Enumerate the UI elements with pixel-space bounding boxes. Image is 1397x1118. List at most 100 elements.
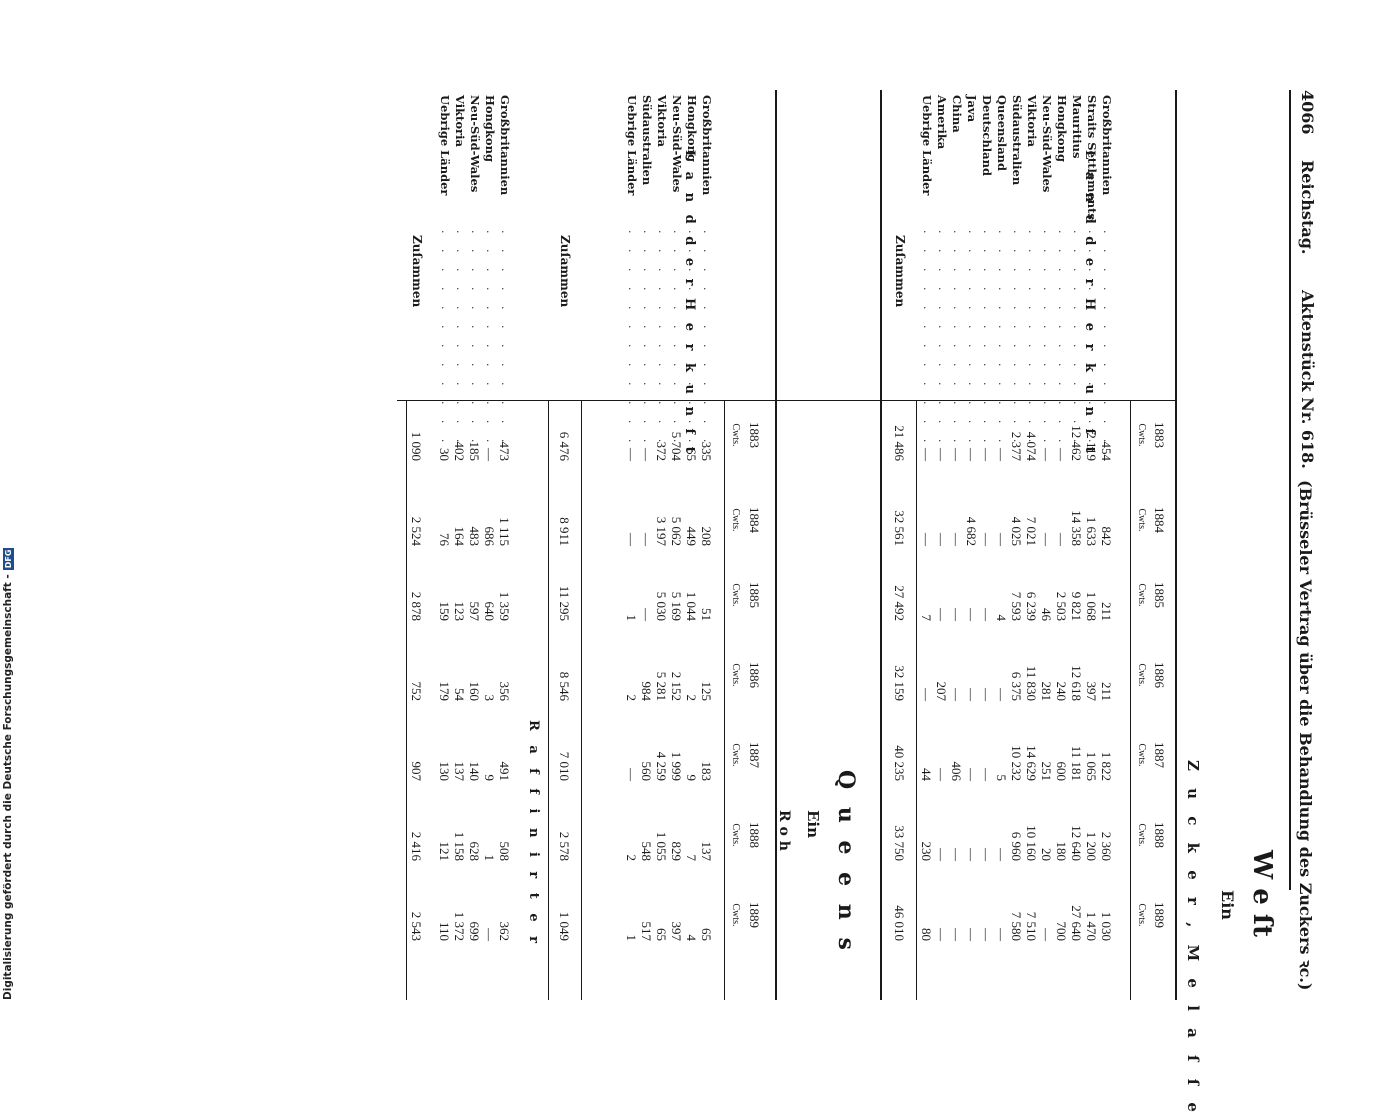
t2-unit-1885: Cwts. (730, 583, 741, 607)
table1-total-cell: 40 235 (892, 745, 907, 781)
table2-cell: 2 (624, 694, 639, 702)
table3-row-label: Großbritannien (498, 95, 512, 196)
table1-cell: 2 360 (1099, 831, 1114, 861)
table1-cell: 454 (1099, 441, 1114, 462)
document-subject: (Brüsseler Vertrag über die Behandlung d… (1296, 480, 1315, 991)
table1-total-cell: 33 750 (892, 825, 907, 861)
table1-cell: 27 640 (1069, 905, 1084, 941)
table1-bottom-rule (880, 90, 882, 1000)
table1-cell: 281 (1039, 681, 1054, 702)
table2-cell: — (624, 448, 639, 461)
table3-cell: 640 (482, 601, 497, 622)
table1-cell: 1 065 (1084, 751, 1099, 781)
table1-cell: — (919, 448, 934, 461)
table1-cell: 1 470 (1084, 911, 1099, 941)
table1-cell: — (934, 928, 949, 941)
table2-cell: 1 044 (684, 591, 699, 621)
table2-cell: 335 (699, 441, 714, 462)
heading-ein-mid: Ein (804, 810, 822, 839)
table3-cell: 402 (452, 441, 467, 462)
table1-cell: 6 960 (1009, 831, 1024, 861)
table1-cell: 1 822 (1099, 751, 1114, 781)
table2-row-label: Neu-Süd-Wales (670, 95, 684, 193)
table2-cell: 517 (639, 921, 654, 942)
table1-cell: 211 (1099, 601, 1114, 621)
table3-cell: 54 (452, 688, 467, 701)
table2-total-label: Zuſammen (558, 235, 572, 308)
table1-cell: 20 (1039, 848, 1054, 861)
table3-cell: — (482, 928, 497, 941)
table2-cell: 65 (684, 448, 699, 461)
table2-total-cell: 8 546 (557, 671, 572, 701)
table1-cell: — (949, 533, 964, 546)
table1-row-label: Südaustralien (1010, 95, 1024, 186)
table2-cell: 208 (699, 526, 714, 547)
table1-cell: — (979, 848, 994, 861)
table2-cell: 560 (639, 761, 654, 782)
table1-cell: 12 640 (1069, 825, 1084, 861)
t1-year-1888: 1888 (1152, 822, 1167, 848)
t2-unit-1887: Cwts. (730, 743, 741, 767)
t2-unit-1886: Cwts. (730, 663, 741, 687)
table2-bottom-rule (548, 400, 549, 1000)
table1-top-rule (1175, 90, 1177, 1000)
t2-year-1883: 1883 (747, 422, 762, 448)
table1-cell: 11 181 (1069, 745, 1084, 781)
table2-cell: 2 152 (669, 671, 684, 701)
t1-unit-1888: Cwts. (1136, 823, 1147, 847)
table1-cell: — (994, 688, 1009, 701)
table1-cell: 6 375 (1009, 671, 1024, 701)
table1-cell: 12 462 (1069, 425, 1084, 461)
table1-row-label: Uebrige Länder (920, 95, 934, 196)
table2-row-label: Südaustralien (640, 95, 654, 186)
table1-cell: — (949, 608, 964, 621)
table2-row-label: Hongkong (685, 95, 699, 162)
table3-cell: 140 (467, 761, 482, 782)
table3-cell: 491 (497, 761, 512, 782)
table1-total-cell: 46 010 (892, 905, 907, 941)
table2-header-rule (724, 400, 725, 1000)
t1-year-1887: 1887 (1152, 742, 1167, 768)
table2-cell: 5 169 (669, 591, 684, 621)
table2-cell: 137 (699, 841, 714, 862)
t2-year-1887: 1887 (747, 742, 762, 768)
t2-year-1889: 1889 (747, 902, 762, 928)
table2-cell: 984 (639, 681, 654, 702)
table3-cell: 597 (467, 601, 482, 622)
table3-cell: 159 (437, 601, 452, 622)
t1-unit-1883: Cwts. (1136, 423, 1147, 447)
table3-cell: 130 (437, 761, 452, 782)
table1-cell: 842 (1099, 526, 1114, 547)
t1-unit-1886: Cwts. (1136, 663, 1147, 687)
table2-row-label: Viktoria (655, 95, 669, 147)
table1-cell: 251 (1039, 761, 1054, 782)
table3-row-label: Hongkong (483, 95, 497, 162)
table1-cell: — (964, 928, 979, 941)
table3-cell: 1 115 (497, 517, 512, 546)
t1-unit-1889: Cwts. (1136, 903, 1147, 927)
table2-row-label: Großbritannien (700, 95, 714, 196)
table1-cell: — (979, 928, 994, 941)
t1-unit-1887: Cwts. (1136, 743, 1147, 767)
table2-cell: 372 (654, 441, 669, 462)
table1-cell: — (934, 768, 949, 781)
table1-cell: — (979, 608, 994, 621)
t1-unit-1885: Cwts. (1136, 583, 1147, 607)
table1-cell: — (994, 928, 1009, 941)
table1-cell: — (964, 448, 979, 461)
journal-title: Reichstag. (1298, 160, 1317, 255)
table2-cell: 1 (624, 934, 639, 942)
table1-row-label: Großbritannien (1100, 95, 1114, 196)
t1-year-1884: 1884 (1152, 507, 1167, 533)
table2-cell: 1 (624, 614, 639, 622)
table3-total-cell: 752 (409, 681, 424, 702)
table3-cell: 110 (437, 921, 452, 941)
table1-cell: — (1039, 928, 1054, 941)
table3-cell: 356 (497, 681, 512, 702)
table1-cell: — (979, 688, 994, 701)
heading-ein-top: Ein (1218, 890, 1237, 920)
table2-cell: — (639, 448, 654, 461)
table1-cell: — (964, 848, 979, 861)
table3-cell: 160 (467, 681, 482, 702)
footer-text: Digitalisierung gefördert durch die Deut… (2, 574, 14, 1000)
